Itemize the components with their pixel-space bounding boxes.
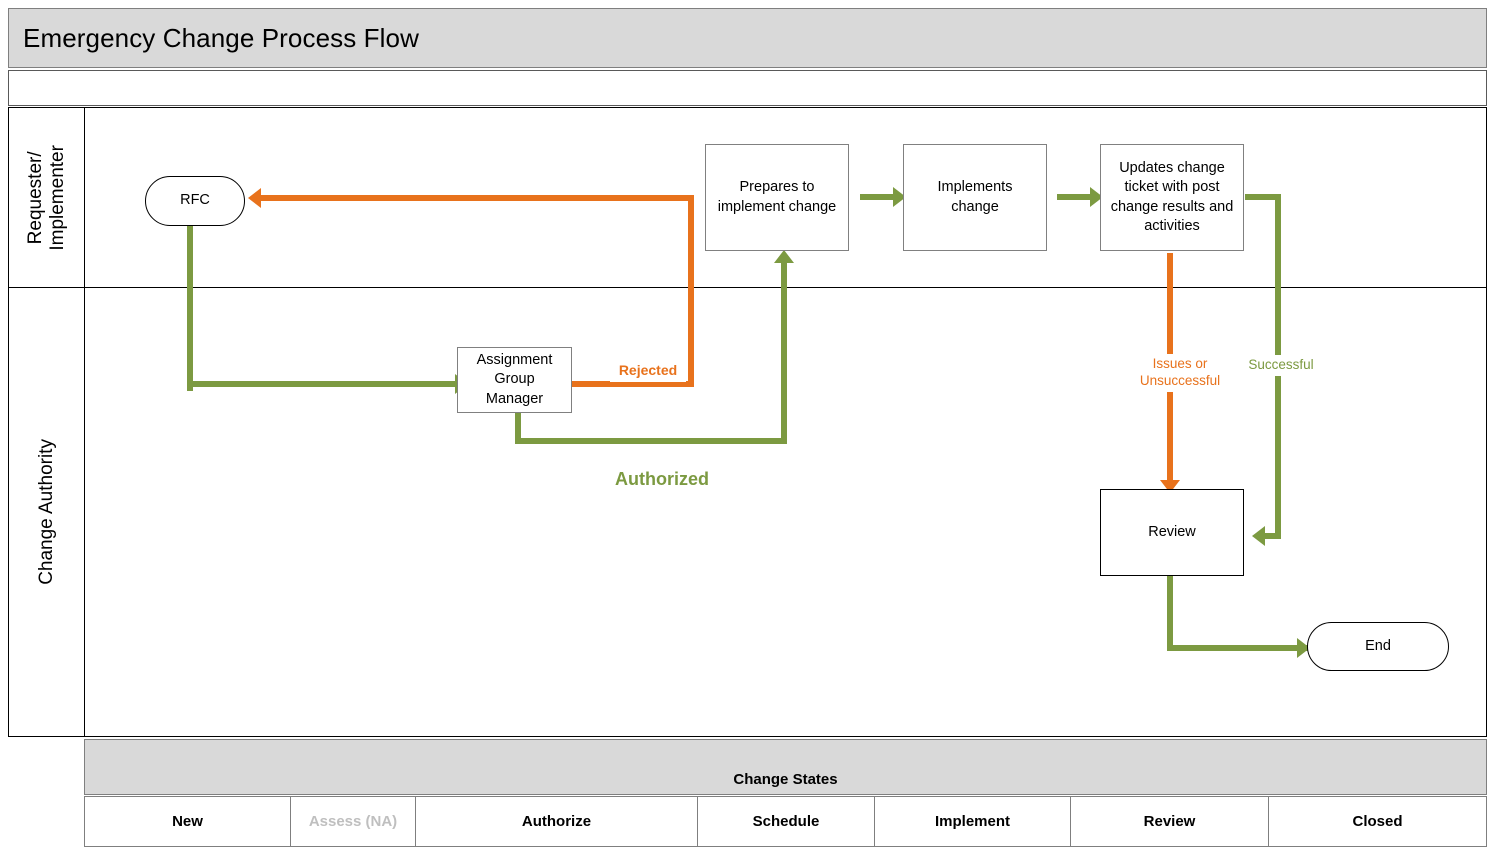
- state-cell-authorize[interactable]: Authorize: [415, 796, 698, 847]
- swimlane-header-authority: Change Authority: [9, 288, 85, 736]
- node-label: Review: [1148, 523, 1196, 540]
- state-label: Authorize: [521, 813, 592, 830]
- node-label: End: [1365, 637, 1391, 654]
- node-review[interactable]: Review: [1100, 489, 1244, 576]
- page-title: Emergency Change Process Flow: [23, 22, 419, 53]
- node-implements-change[interactable]: Implements change: [903, 144, 1047, 251]
- connector-review-to-end-vertical: [1167, 576, 1173, 651]
- node-prepares-to-implement-change[interactable]: Prepares to implement change: [705, 144, 849, 251]
- node-updates-change-ticket[interactable]: Updates change ticket with post change r…: [1100, 144, 1244, 251]
- state-cell-assess[interactable]: Assess (NA): [290, 796, 416, 847]
- swimlane-label-authority: Change Authority: [36, 439, 58, 585]
- edge-label-line2: Unsuccessful: [1139, 372, 1221, 388]
- node-assignment-group-manager[interactable]: Assignment Group Manager: [457, 347, 572, 413]
- state-label: Implement: [934, 813, 1010, 830]
- connector-rejected-horizontal-upper: [261, 195, 694, 201]
- connector-rejected-horizontal-lower: [572, 381, 694, 387]
- connector-authorized-vertical-left: [515, 413, 521, 444]
- change-states-row: New Assess (NA) Authorize Schedule Imple…: [84, 796, 1487, 847]
- change-states-header: Change States: [84, 739, 1487, 795]
- swimlane-header-requester: Requester/ Implementer: [9, 108, 85, 287]
- state-cell-schedule[interactable]: Schedule: [697, 796, 875, 847]
- state-cell-implement[interactable]: Implement: [874, 796, 1071, 847]
- node-label: Assignment Group Manager: [476, 352, 553, 407]
- edge-label-text: Rejected: [618, 362, 678, 378]
- connector-successful-horizontal-bottom: [1265, 533, 1281, 539]
- diagram-title-bar: Emergency Change Process Flow: [8, 8, 1487, 68]
- edge-label-issues-or-unsuccessful: Issues or Unsuccessful: [1131, 354, 1229, 392]
- swimlane-container: Requester/ Implementer Change Authority: [8, 107, 1487, 737]
- swimlane-label-line2: Implementer: [46, 144, 68, 251]
- node-label: Implements change: [937, 179, 1013, 215]
- arrowhead-to-rfc: [248, 188, 261, 208]
- swimlane-label-requester: Requester/ Implementer: [25, 145, 69, 251]
- state-label: Closed: [1352, 813, 1403, 830]
- swimlane-change-authority: Change Authority: [9, 288, 1486, 736]
- edge-label-successful: Successful: [1243, 355, 1319, 376]
- swimlane-requester-implementer: Requester/ Implementer: [9, 108, 1486, 288]
- node-label: Updates change ticket with post change r…: [1110, 159, 1234, 234]
- connector-successful-horizontal-top: [1245, 194, 1281, 200]
- node-label: Prepares to implement change: [717, 179, 837, 215]
- state-label: Review: [1143, 813, 1196, 830]
- connector-implements-to-updates: [1057, 194, 1093, 200]
- arrowhead-to-updates: [1090, 187, 1103, 207]
- connector-review-to-end-horizontal: [1167, 645, 1309, 651]
- arrowhead-to-review-green: [1252, 526, 1265, 546]
- connector-rfc-to-agm-horizontal: [187, 381, 455, 387]
- edge-label-authorized: Authorized: [607, 466, 717, 493]
- state-cell-new[interactable]: New: [84, 796, 291, 847]
- state-cell-review[interactable]: Review: [1070, 796, 1269, 847]
- edge-label-rejected: Rejected: [610, 360, 686, 382]
- connector-authorized-vertical-right: [781, 261, 787, 444]
- state-label: New: [172, 813, 203, 830]
- edge-label-text: Successful: [1248, 357, 1314, 372]
- arrowhead-to-implements: [893, 187, 906, 207]
- header-spacer-band: [8, 70, 1487, 106]
- node-label: RFC: [180, 192, 210, 209]
- connector-authorized-horizontal: [515, 438, 787, 444]
- node-rfc[interactable]: RFC: [145, 176, 245, 226]
- state-cell-closed[interactable]: Closed: [1268, 796, 1487, 847]
- change-states-title: Change States: [733, 771, 838, 788]
- connector-rejected-vertical: [688, 195, 694, 387]
- edge-label-line1: Issues or: [1152, 356, 1208, 371]
- state-label: Assess (NA): [308, 813, 398, 830]
- swimlane-label-line1: Requester/: [24, 151, 46, 244]
- state-label: Schedule: [752, 813, 820, 830]
- edge-label-text: Authorized: [615, 469, 709, 489]
- connector-prepares-to-implements: [860, 194, 896, 200]
- swimlane-label-line1: Change Authority: [35, 439, 57, 585]
- arrowhead-to-prepares: [774, 250, 794, 263]
- connector-rfc-to-agm-vertical: [187, 226, 193, 391]
- node-end[interactable]: End: [1307, 622, 1449, 671]
